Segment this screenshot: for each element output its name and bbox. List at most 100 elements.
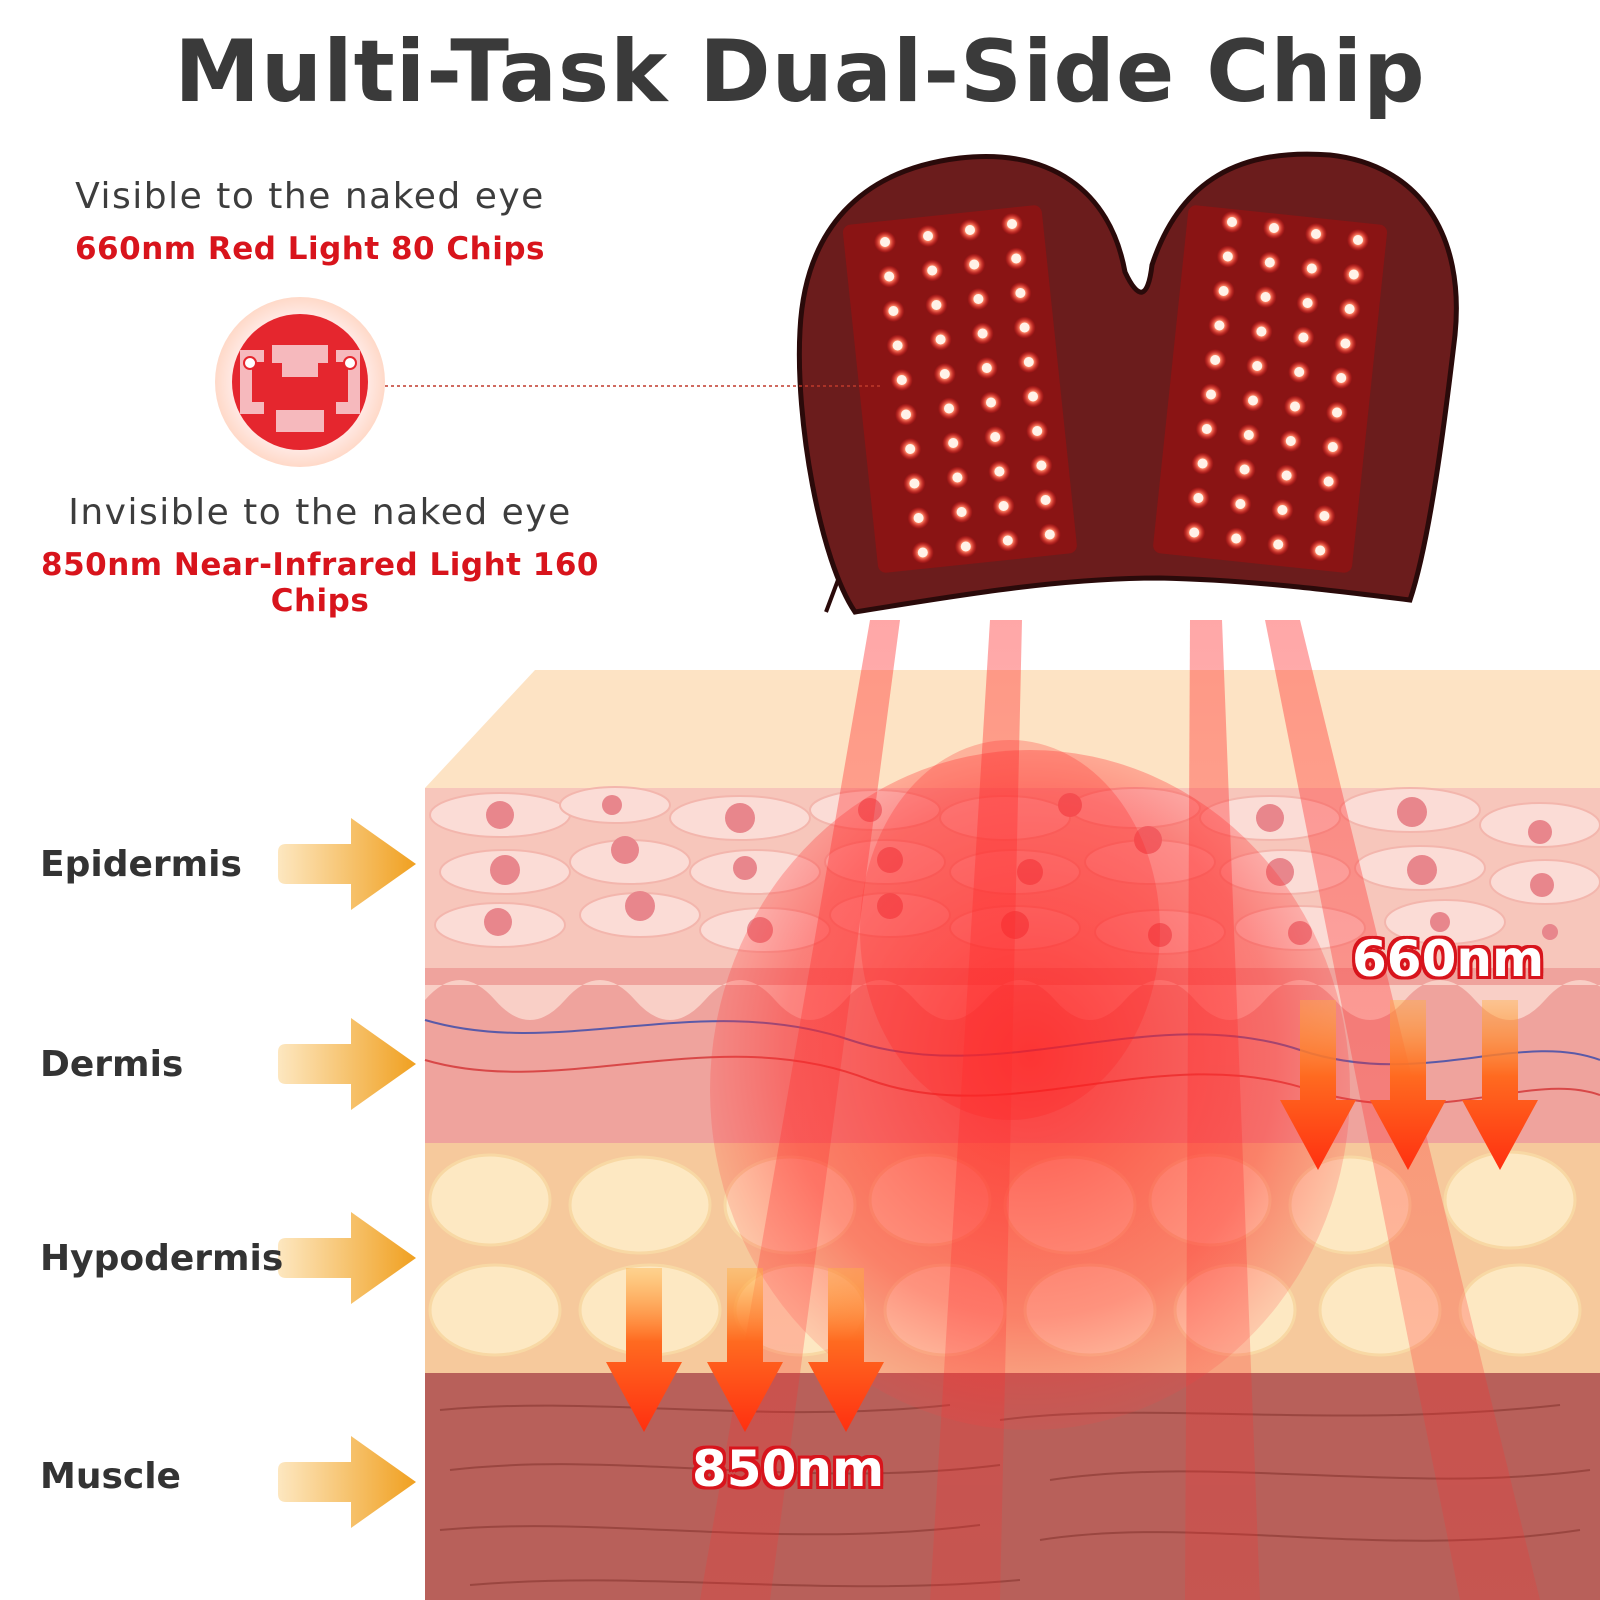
led-dot bbox=[948, 438, 959, 448]
led-dot bbox=[1197, 458, 1208, 469]
led-dot bbox=[1344, 304, 1355, 314]
led-dot bbox=[1281, 470, 1292, 481]
led-dot bbox=[952, 472, 963, 483]
led-dot bbox=[1298, 332, 1309, 343]
led-dot bbox=[1218, 286, 1229, 296]
led-dot bbox=[1269, 223, 1279, 233]
led-dot bbox=[1040, 495, 1051, 505]
led-dot bbox=[1007, 219, 1017, 229]
led-dot bbox=[927, 265, 938, 276]
led-dot bbox=[981, 363, 992, 373]
visible-light-spec: Visible to the naked eye 660nm Red Light… bbox=[40, 176, 580, 267]
layer-label-hypodermis: Hypodermis bbox=[40, 1238, 284, 1279]
led-dot bbox=[896, 375, 907, 385]
led-dot bbox=[1248, 395, 1258, 406]
led-dot bbox=[1340, 338, 1351, 349]
led-dot bbox=[1319, 511, 1330, 521]
led-dot bbox=[1336, 373, 1347, 383]
led-dot bbox=[939, 369, 950, 379]
layer-pointers bbox=[278, 818, 416, 1528]
right-arrow-icon bbox=[278, 1212, 416, 1304]
led-dot bbox=[884, 271, 895, 282]
led-dot bbox=[1252, 361, 1263, 371]
red-light-spec: 660nm Red Light 80 Chips bbox=[74, 231, 546, 267]
layer-label-epidermis: Epidermis bbox=[40, 844, 242, 885]
led-dot bbox=[923, 231, 933, 241]
wavelength-label-660: 660nm bbox=[1352, 930, 1545, 988]
layer-label-muscle: Muscle bbox=[40, 1456, 181, 1497]
invisible-caption: Invisible to the naked eye bbox=[68, 492, 572, 533]
led-dot bbox=[1277, 505, 1288, 515]
led-dot bbox=[1023, 357, 1034, 367]
led-dot bbox=[1028, 391, 1038, 402]
down-arrow-icon bbox=[707, 1268, 783, 1432]
led-dot bbox=[977, 328, 988, 339]
down-arrow-icon bbox=[1280, 1000, 1356, 1170]
led-dot bbox=[1002, 535, 1013, 546]
led-dot bbox=[901, 409, 911, 420]
led-dot bbox=[909, 478, 920, 489]
down-arrow-icon bbox=[1462, 1000, 1538, 1170]
led-dot bbox=[1327, 442, 1338, 452]
down-arrow-icon bbox=[1370, 1000, 1446, 1170]
led-dot bbox=[905, 444, 916, 454]
led-dot bbox=[913, 513, 924, 523]
led-dot bbox=[1315, 545, 1326, 556]
down-arrow-icon bbox=[808, 1268, 884, 1432]
led-dot bbox=[1019, 322, 1030, 333]
led-dot bbox=[1260, 292, 1271, 302]
led-dot bbox=[1206, 389, 1216, 400]
led-dot bbox=[931, 300, 942, 310]
led-dot bbox=[1231, 533, 1242, 544]
led-dot bbox=[1311, 229, 1321, 239]
down-arrow-icon bbox=[606, 1268, 682, 1432]
led-dot bbox=[1285, 436, 1296, 446]
led-dot bbox=[1015, 288, 1026, 298]
led-dot bbox=[888, 306, 899, 316]
nir-beam-3 bbox=[1185, 620, 1260, 1600]
wavelength-label-850: 850nm bbox=[692, 1440, 885, 1498]
led-dot bbox=[1264, 257, 1275, 268]
led-dot bbox=[1193, 493, 1204, 503]
led-dot bbox=[935, 334, 946, 345]
led-dot bbox=[969, 259, 980, 270]
led-dot bbox=[1273, 539, 1284, 550]
page-title: Multi-Task Dual-Side Chip bbox=[174, 22, 1426, 122]
led-dot bbox=[1323, 476, 1334, 487]
led-dot bbox=[1235, 499, 1246, 509]
led-dot bbox=[1256, 326, 1267, 337]
led-dot bbox=[1032, 426, 1043, 436]
led-dot bbox=[1201, 424, 1212, 434]
led-dot bbox=[1044, 529, 1055, 540]
led-dot bbox=[973, 294, 984, 304]
led-dot bbox=[986, 397, 996, 408]
led-dot bbox=[944, 403, 954, 414]
led-dot bbox=[880, 237, 890, 247]
led-dot bbox=[998, 501, 1009, 511]
visible-caption: Visible to the naked eye bbox=[75, 176, 545, 217]
led-dot bbox=[1189, 527, 1200, 538]
led-dot bbox=[1332, 407, 1342, 418]
right-arrow-icon bbox=[278, 1436, 416, 1528]
led-dot bbox=[1239, 464, 1250, 475]
led-chip-icon bbox=[215, 297, 385, 467]
led-dot bbox=[1306, 263, 1317, 274]
led-dot bbox=[956, 507, 967, 517]
led-dot bbox=[892, 340, 903, 351]
led-dot bbox=[965, 225, 975, 235]
led-dot bbox=[1243, 430, 1254, 440]
led-dot bbox=[1302, 298, 1313, 308]
led-dot bbox=[1214, 320, 1225, 331]
led-dot bbox=[1227, 217, 1237, 227]
led-dot bbox=[1036, 460, 1047, 471]
nir-beam-2 bbox=[930, 620, 1022, 1600]
led-dot bbox=[1353, 235, 1363, 245]
led-dot bbox=[994, 466, 1005, 477]
right-arrow-icon bbox=[278, 1018, 416, 1110]
led-dot bbox=[960, 541, 971, 552]
led-dot bbox=[917, 547, 928, 558]
led-dot bbox=[1348, 269, 1359, 280]
led-array bbox=[874, 211, 1369, 564]
layer-label-dermis: Dermis bbox=[40, 1044, 184, 1085]
